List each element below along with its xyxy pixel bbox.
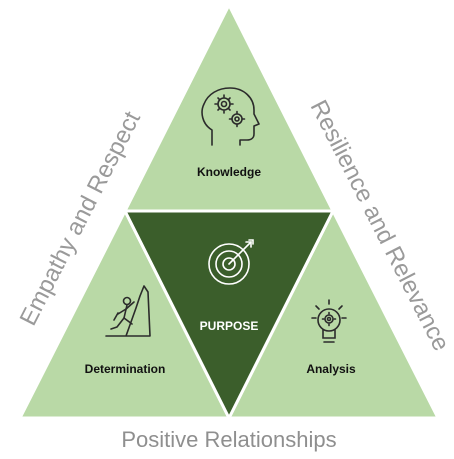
analysis-label: Analysis (306, 362, 356, 376)
purpose-label: PURPOSE (200, 319, 259, 333)
head-gears-icon (201, 87, 260, 146)
determination-label: Determination (85, 362, 166, 376)
bottom-side-label: Positive Relationships (121, 427, 336, 452)
target-arrow-icon (208, 239, 254, 285)
climber-icon (105, 285, 151, 337)
purpose-segment (122, 209, 336, 422)
knowledge-label: Knowledge (197, 165, 261, 179)
lightbulb-gear-icon (311, 299, 347, 343)
